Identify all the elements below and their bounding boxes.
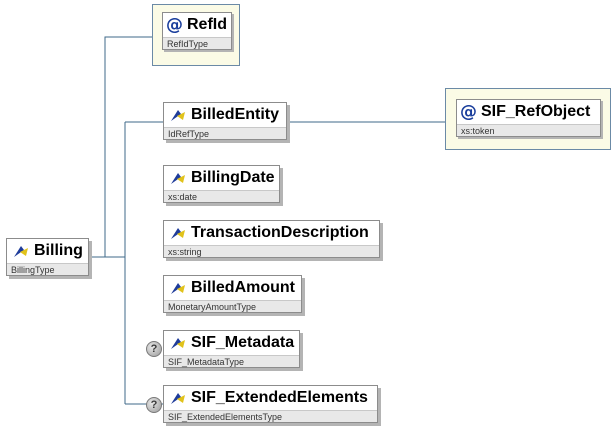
attribute-name: RefId — [187, 16, 227, 33]
optional-icon: ? — [146, 397, 162, 413]
attribute-refid[interactable]: @ RefId RefIdType — [162, 12, 232, 50]
element-transactiondescription[interactable]: TransactionDescription xs:string — [163, 220, 380, 258]
element-icon — [14, 246, 28, 257]
element-icon — [171, 173, 185, 184]
element-name: TransactionDescription — [191, 224, 369, 241]
element-type: xs:date — [164, 190, 279, 202]
element-sif-metadata[interactable]: SIF_Metadata SIF_MetadataType — [163, 330, 300, 368]
element-name: BilledAmount — [191, 279, 295, 296]
element-type: SIF_ExtendedElementsType — [164, 410, 377, 422]
element-type: SIF_MetadataType — [164, 355, 299, 367]
element-billedamount[interactable]: BilledAmount MonetaryAmountType — [163, 275, 302, 313]
element-type: MonetaryAmountType — [164, 300, 301, 312]
element-name: Billing — [34, 242, 83, 259]
element-icon — [171, 338, 185, 349]
element-type: IdRefType — [164, 127, 286, 139]
attribute-name: SIF_RefObject — [481, 103, 591, 120]
root-element-billing[interactable]: Billing BillingType — [6, 238, 89, 276]
attribute-frame-refid: @ RefId RefIdType — [152, 4, 240, 66]
element-sif-extendedelements[interactable]: SIF_ExtendedElements SIF_ExtendedElement… — [163, 385, 378, 423]
element-name: SIF_ExtendedElements — [191, 389, 368, 406]
optional-icon: ? — [146, 341, 162, 357]
element-name: BilledEntity — [191, 106, 280, 123]
attribute-sif-refobject[interactable]: @ SIF_RefObject xs:token — [456, 99, 601, 137]
element-name: BillingDate — [191, 169, 275, 186]
element-billedentity[interactable]: BilledEntity IdRefType — [163, 102, 287, 140]
element-icon — [171, 110, 185, 121]
element-icon — [171, 228, 185, 239]
element-name: SIF_Metadata — [191, 334, 295, 351]
attribute-icon: @ — [460, 102, 477, 122]
attribute-icon: @ — [166, 15, 183, 35]
attribute-type: xs:token — [457, 124, 600, 136]
attribute-frame-sif-refobject: @ SIF_RefObject xs:token — [445, 88, 611, 150]
element-type: BillingType — [7, 263, 88, 275]
element-icon — [171, 283, 185, 294]
attribute-type: RefIdType — [163, 37, 231, 49]
element-billingdate[interactable]: BillingDate xs:date — [163, 165, 280, 203]
element-type: xs:string — [164, 245, 379, 257]
element-icon — [171, 393, 185, 404]
